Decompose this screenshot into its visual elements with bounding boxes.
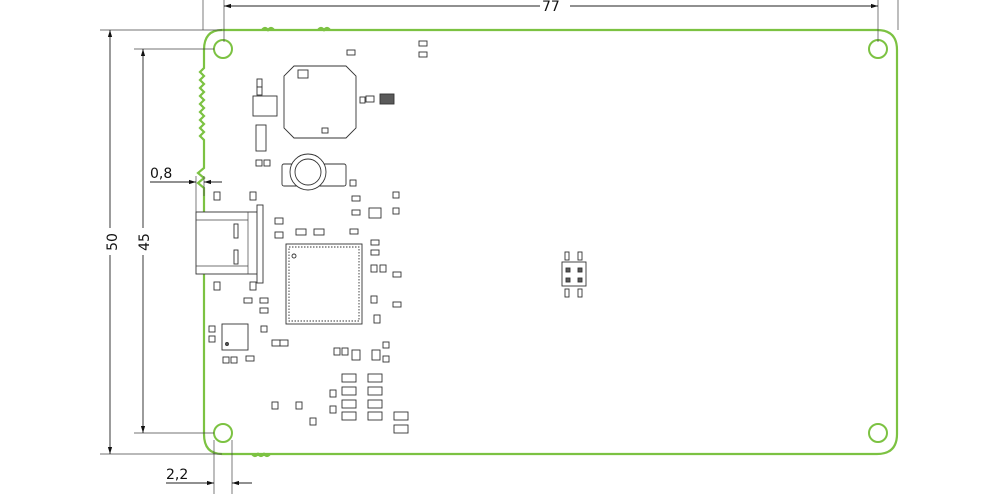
passive-component: [418, 40, 428, 47]
passive-component: [341, 386, 357, 396]
passive-component: [367, 399, 383, 409]
passive-component: [259, 297, 269, 304]
passive-component: [230, 356, 238, 364]
passive-component: [351, 195, 361, 202]
passive-component: [370, 249, 380, 256]
passive-component: [341, 347, 349, 356]
passive-component: [256, 86, 263, 96]
passive-component: [346, 49, 356, 56]
passive-component: [260, 325, 268, 333]
passive-component: [245, 355, 255, 362]
passive-component: [367, 373, 383, 383]
passive-component: [359, 96, 366, 104]
passive-component: [271, 401, 279, 410]
passive-component: [274, 217, 284, 225]
passive-component: [370, 295, 378, 304]
passive-component: [263, 159, 271, 167]
passive-component: [392, 301, 402, 308]
width-label: 77: [542, 0, 560, 15]
passive-component: [341, 399, 357, 409]
passive-component: [351, 349, 361, 361]
passive-component: [392, 271, 402, 278]
dimension-hole-offset: 2,2: [166, 440, 252, 494]
passive-component: [243, 297, 253, 304]
dimension-board-height: 50: [100, 29, 222, 455]
passive-component: [382, 341, 390, 349]
passive-component: [208, 335, 216, 343]
dimension-board-width: 77: [202, 0, 899, 42]
height-label: 50: [105, 233, 121, 251]
passive-component: [222, 356, 230, 364]
passive-component: [365, 95, 375, 103]
passive-components: [208, 40, 428, 434]
main-chip: [285, 243, 363, 325]
dimension-connector-offset: 0,8: [150, 166, 222, 212]
small-chip: [221, 323, 249, 351]
passive-component: [382, 355, 390, 363]
passive-component: [255, 159, 263, 167]
passive-component: [367, 411, 383, 421]
passive-component: [371, 349, 381, 361]
coin-battery-icon: [281, 153, 347, 191]
passive-component: [341, 373, 357, 383]
passive-component: [341, 411, 357, 421]
passive-component: [370, 264, 378, 273]
passive-component: [329, 389, 337, 398]
passive-component: [321, 127, 329, 134]
passive-component: [208, 325, 216, 333]
passive-component: [313, 228, 325, 236]
passive-component: [271, 339, 281, 347]
passive-component: [351, 209, 361, 216]
passive-component: [379, 264, 387, 273]
passive-component: [274, 231, 284, 239]
passive-component: [349, 228, 359, 235]
passive-component: [256, 78, 263, 88]
usb-connector-icon: [195, 191, 264, 291]
mounting-hole-icon: [213, 39, 888, 443]
passive-component: [259, 307, 269, 314]
passive-component: [373, 314, 381, 324]
dimension-hole-spacing: 45: [134, 48, 214, 434]
passive-component: [393, 411, 409, 421]
passive-component: [309, 417, 317, 426]
inductor: [283, 65, 357, 139]
hole-offset-label: 2,2: [166, 467, 188, 483]
passive-component: [370, 239, 380, 246]
passive-component: [367, 386, 383, 396]
crystal: [252, 93, 395, 219]
dip-switch: [561, 251, 587, 298]
passive-component: [295, 228, 307, 236]
passive-component: [392, 207, 400, 215]
hole-spacing-label: 45: [137, 233, 153, 251]
passive-component: [349, 179, 357, 187]
passive-component: [279, 339, 289, 347]
connector-offset-label: 0,8: [150, 166, 172, 182]
passive-component: [333, 347, 341, 356]
passive-component: [295, 401, 303, 410]
passive-component: [393, 424, 409, 434]
passive-component: [392, 191, 400, 199]
passive-component: [329, 405, 337, 414]
passive-component: [418, 51, 428, 58]
